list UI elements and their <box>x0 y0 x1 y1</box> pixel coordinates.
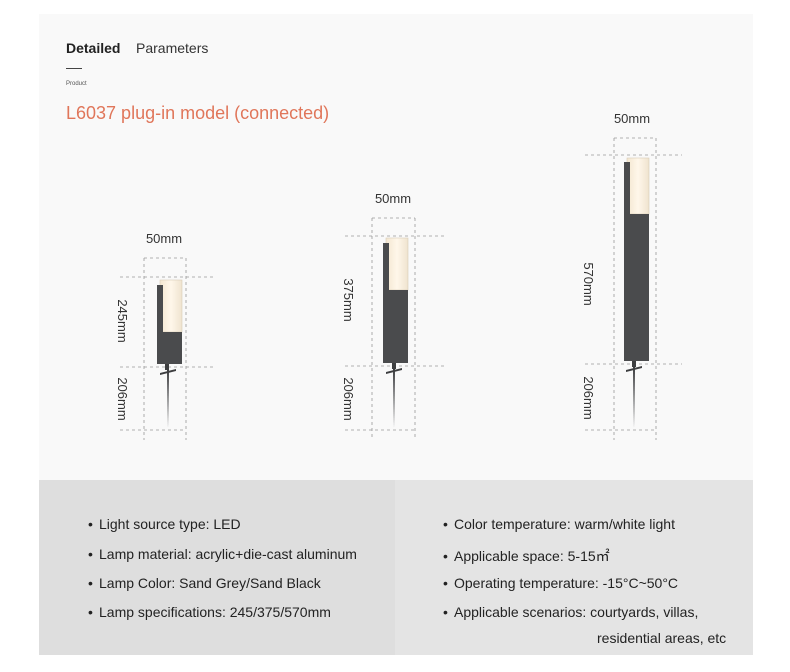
spec-light-source: •Light source type: LED <box>88 516 241 532</box>
lamp-245 <box>157 279 183 428</box>
spec-operating-temperature: •Operating temperature: -15°C~50°C <box>443 575 679 591</box>
lamp2-spike-label: 206mm <box>341 377 356 420</box>
lamp1-width-label: 50mm <box>146 231 182 246</box>
lamp1-spike-label: 206mm <box>115 377 130 420</box>
lamp3-spike-label: 206mm <box>581 376 596 419</box>
specs-panel <box>39 480 753 655</box>
lamp1-height-label: 245mm <box>115 299 130 342</box>
model-title: L6037 plug-in model (connected) <box>66 103 330 123</box>
lamp3-width-label: 50mm <box>614 111 650 126</box>
header-small-label: Product <box>66 81 87 87</box>
lamp-570 <box>624 157 650 428</box>
spec-applicable-scenarios: •Applicable scenarios: courtyards, villa… <box>443 604 699 620</box>
spec-applicable-space: •Applicable space: 5-15㎡ <box>443 548 610 564</box>
spec-color-temperature: •Color temperature: warm/white light <box>443 516 675 532</box>
spec-applicable-scenarios-continued: residential areas, etc <box>597 630 727 646</box>
header-bold-word: Detailed <box>66 40 121 56</box>
spec-lamp-specifications: •Lamp specifications: 245/375/570mm <box>88 604 331 620</box>
spec-lamp-material: •Lamp material: acrylic+die-cast aluminu… <box>88 546 357 562</box>
lamp-375 <box>383 237 409 428</box>
lamp2-height-label: 375mm <box>341 278 356 321</box>
lamp2-width-label: 50mm <box>375 191 411 206</box>
lamp-dimension-diagram: 50mm 245mm 206mm 50mm 375mm 206mm 50mm 5… <box>115 111 682 440</box>
header-light-word: Parameters <box>136 40 209 56</box>
lamp3-height-label: 570mm <box>581 262 596 305</box>
header-divider <box>66 68 82 69</box>
specs-right-column <box>395 480 753 655</box>
spec-lamp-color: •Lamp Color: Sand Grey/Sand Black <box>88 575 321 591</box>
